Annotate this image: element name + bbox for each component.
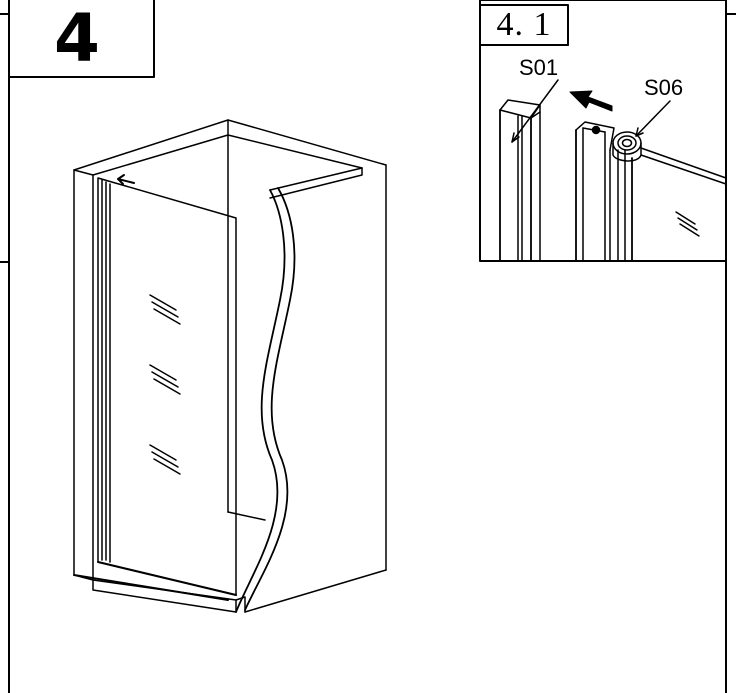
left-wall-post xyxy=(73,169,94,581)
s06-leader-line xyxy=(635,100,671,137)
s06-leader-arrow-icon xyxy=(635,127,644,137)
sub-step-number: 4. 1 xyxy=(496,6,552,43)
door-top-arrow-icon xyxy=(117,178,135,184)
right-wall-rim xyxy=(269,167,363,199)
part-label-s01: S01 xyxy=(519,55,559,80)
shower-enclosure xyxy=(73,119,387,613)
shower-tray-front xyxy=(92,579,237,613)
sub-step-box xyxy=(479,4,569,46)
direction-arrow-icon xyxy=(569,90,613,112)
door-top-arrow-head-icon xyxy=(117,174,125,185)
inset-glass-top-edge xyxy=(640,147,727,179)
glass-door-bottom xyxy=(97,561,237,596)
detail-inset xyxy=(479,0,727,262)
glass-reflection-icon xyxy=(675,211,700,237)
floor-front-line xyxy=(73,574,229,601)
floor-back-line xyxy=(227,511,266,521)
hinge-hole-icon xyxy=(591,125,601,135)
inset-glass-top-edge-2 xyxy=(640,154,727,185)
right-wall-bottom-edge xyxy=(244,569,387,613)
glass-reflection-icon xyxy=(149,294,181,325)
shower-tray-end xyxy=(235,596,246,613)
right-wall-inner-top xyxy=(269,167,363,191)
cutaway-wave-inner xyxy=(244,187,296,611)
s01-leader-line xyxy=(511,79,559,143)
s01-leader-arrow-icon xyxy=(511,132,520,143)
wall-profile-s01 xyxy=(499,99,541,261)
part-label-s06: S06 xyxy=(644,75,684,100)
cutaway-wave-outer xyxy=(235,189,286,613)
glass-reflection-icon xyxy=(149,444,181,475)
glass-reflection-icon xyxy=(149,364,181,395)
detail-inset-frame xyxy=(479,0,727,262)
step-number-box xyxy=(8,0,155,78)
hinge-profile xyxy=(575,121,642,261)
